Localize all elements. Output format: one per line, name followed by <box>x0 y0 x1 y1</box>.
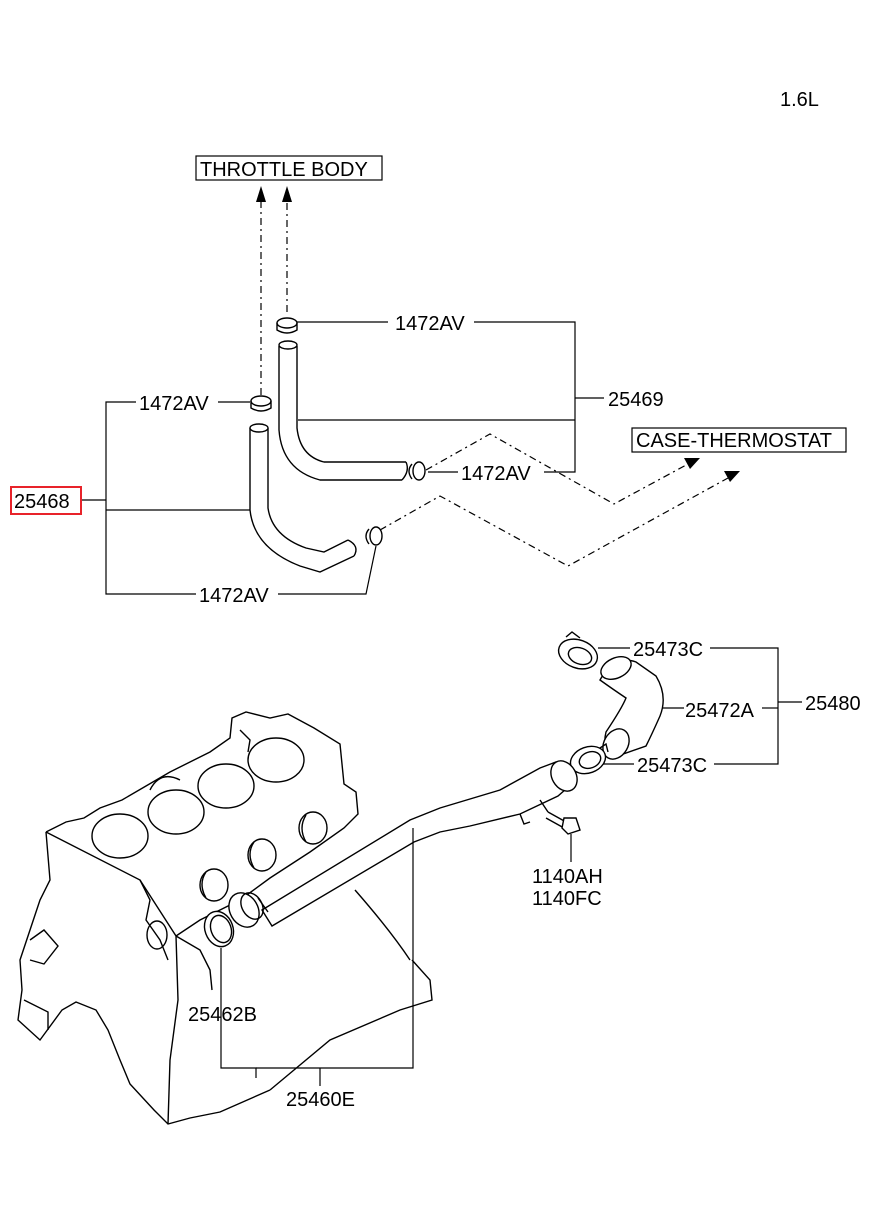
hose-25469 <box>278 340 409 481</box>
engine-label: 1.6L <box>780 89 819 111</box>
label-hose-assy-radiator: 25480 <box>805 693 861 715</box>
leaders-lower <box>220 828 414 1086</box>
label-clamp-c-upper: 25473C <box>633 639 703 661</box>
case-thermostat-label: CASE-THERMOSTAT <box>636 430 832 452</box>
hose-25468 <box>249 423 357 573</box>
leaders-radiator <box>598 647 802 765</box>
thermostat-arrows <box>379 433 740 567</box>
label-clamp-top: 1472AV <box>395 313 465 335</box>
gasket-25462b <box>203 910 235 948</box>
arrow-icon <box>256 186 266 202</box>
clamp-icon <box>412 461 426 481</box>
label-hose-assy-highlighted: 25468 <box>14 491 70 513</box>
throttle-arrows <box>256 186 292 395</box>
pipe-25460e <box>228 760 578 928</box>
label-bolt-1: 1140AH <box>532 866 603 888</box>
engine-block <box>17 711 433 1125</box>
label-gasket: 25462B <box>188 1004 257 1026</box>
arrow-icon <box>282 186 292 202</box>
throttle-body-box: THROTTLE BODY <box>195 155 383 181</box>
clamp-c-upper <box>557 631 599 670</box>
clamp-bottom <box>365 526 383 546</box>
bolt-icon <box>545 811 581 862</box>
case-thermostat-box: CASE-THERMOSTAT <box>631 427 847 453</box>
hose-25472a <box>599 655 664 760</box>
label-hose-radiator: 25472A <box>685 700 755 722</box>
clamp-icon <box>369 526 383 546</box>
label-bolt-2: 1140FC <box>532 888 602 910</box>
throttle-body-label: THROTTLE BODY <box>200 159 368 181</box>
clamp-top <box>276 317 298 334</box>
arrow-icon <box>724 471 740 482</box>
arrow-icon <box>684 458 700 469</box>
highlighted-part[interactable]: 25468 <box>10 486 82 515</box>
label-clamp-right: 1472AV <box>461 463 531 485</box>
clamp-icon <box>250 395 272 407</box>
clamp-icon <box>557 638 599 670</box>
label-pipe-assy: 25460E <box>286 1089 355 1111</box>
label-clamp-left-upper: 1472AV <box>139 393 209 415</box>
clamp-icon <box>276 317 298 329</box>
clamp-left-upper <box>250 395 272 412</box>
label-clamp-bottom: 1472AV <box>199 585 269 607</box>
leaders-upper <box>82 321 604 595</box>
label-hose-assy-upper: 25469 <box>608 389 664 411</box>
label-clamp-c-lower: 25473C <box>637 755 707 777</box>
clamp-right <box>408 461 426 481</box>
